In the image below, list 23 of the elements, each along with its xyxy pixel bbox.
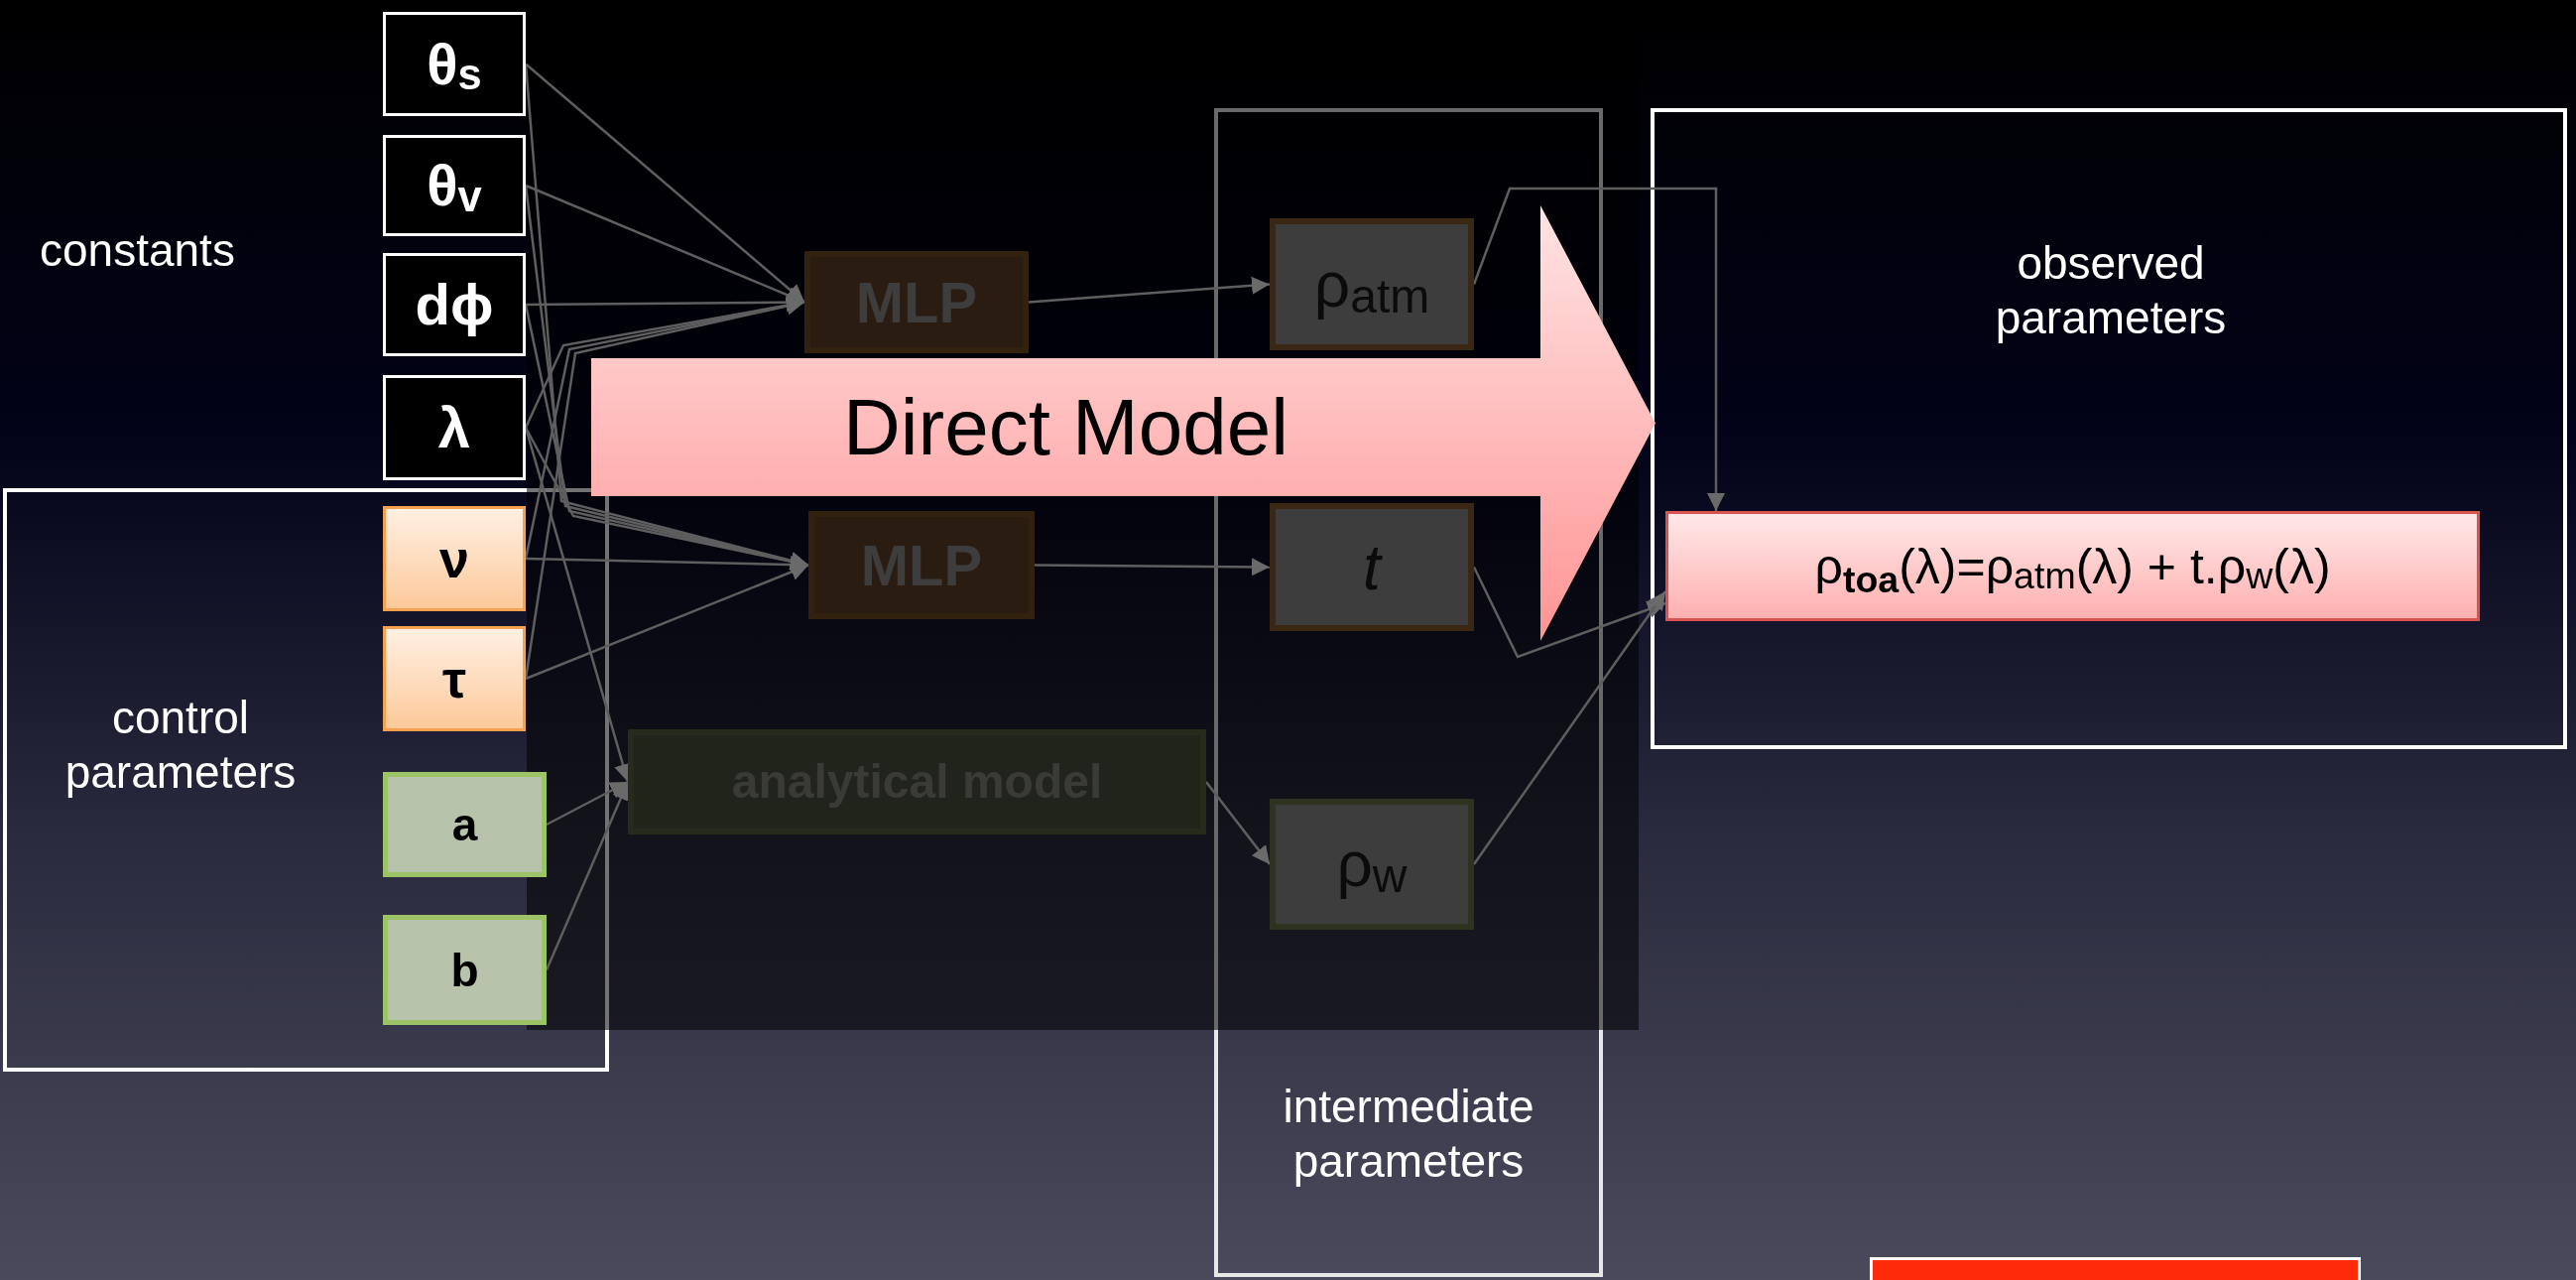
arrow	[525, 63, 805, 304]
parameter-box: θ$_{v}$	[383, 135, 526, 236]
parameter-box: θ$_{s}$	[383, 12, 526, 116]
group-label: observed parameters	[1994, 236, 2228, 346]
parameter-box: ν	[383, 506, 526, 611]
arrow	[1028, 276, 1271, 304]
group-label: intermediate parameters	[1282, 1080, 1535, 1190]
parameter-box: λ	[383, 375, 526, 480]
arrow	[525, 563, 809, 681]
arrow	[1205, 781, 1271, 865]
arrow	[546, 780, 629, 827]
parameter-box: dϕ	[383, 253, 526, 356]
arrow	[545, 781, 630, 970]
group-frame	[1651, 108, 2567, 749]
equation-box: ρ$_{toa}$(λ)=ρ$_{atm}$(λ) + t.ρ$_{w}$(λ)	[1665, 511, 2480, 621]
parameter-box: b	[383, 915, 547, 1025]
arrow	[1035, 558, 1270, 576]
group-frame	[3, 488, 609, 1072]
group-label: control parameters	[63, 691, 298, 801]
group-label: constants	[40, 223, 235, 278]
parameter-box: τ	[383, 626, 526, 731]
arrow	[525, 184, 805, 304]
parameter-box: a	[383, 772, 547, 877]
